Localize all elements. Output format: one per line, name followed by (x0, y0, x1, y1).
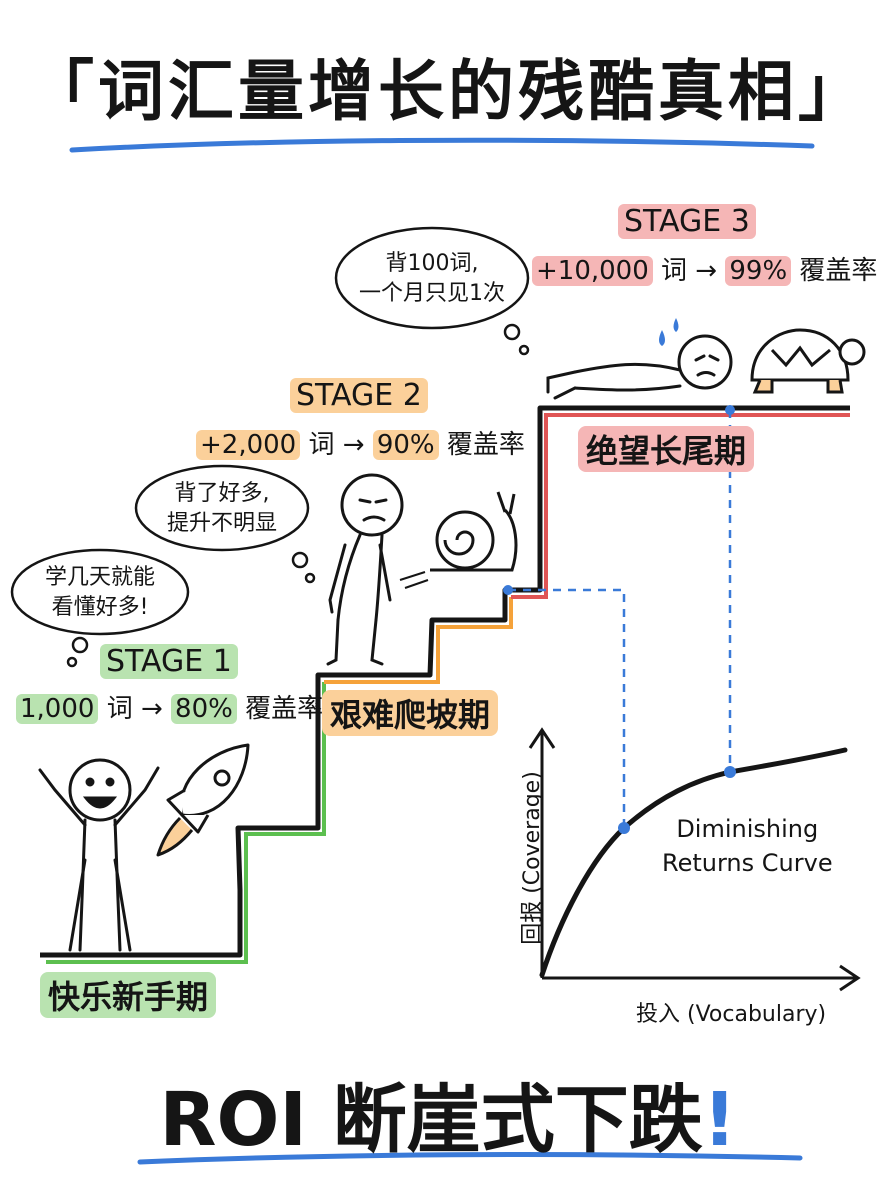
x-axis-arrow (839, 964, 861, 992)
stage3-tag: STAGE 3 (618, 204, 756, 239)
y-axis-label: 回报 (Coverage) (520, 771, 545, 945)
happy-stick-figure (38, 758, 160, 952)
rocket-icon (156, 743, 250, 857)
thought-bubble-stage1 (10, 548, 190, 668)
stage3-phase-label: 绝望长尾期 (578, 426, 755, 472)
connector-dot (503, 585, 513, 595)
thought-text-stage1: 学几天就能看懂好多! (44, 565, 155, 620)
snail-icon (399, 491, 518, 589)
connector-dot (725, 405, 735, 415)
turtle-icon (750, 328, 866, 394)
y-axis-arrow (528, 727, 556, 749)
thought-text-stage2: 背了好多,提升不明显 (166, 481, 277, 536)
stage1-stat: 1,000 词 → 80% 覆盖率 (16, 688, 323, 725)
footer-underline (137, 1152, 803, 1165)
stage2-stat: +2,000 词 → 90% 覆盖率 (196, 424, 525, 461)
exhausted-figure (546, 334, 733, 400)
stage2-tag: STAGE 2 (290, 378, 428, 413)
stage3-stat: +10,000 词 → 99% 覆盖率 (532, 250, 877, 287)
footer-text: ROI 断崖式下跌 (159, 1077, 703, 1163)
stage2-color-edge (324, 597, 513, 684)
thought-text-stage3: 背100词,一个月只见1次 (359, 251, 505, 306)
stage1-tag: STAGE 1 (100, 644, 238, 679)
returns-curve (539, 747, 848, 978)
title-underline (69, 137, 815, 153)
page-title: 「词汇量增长的残酷真相」 (28, 53, 868, 130)
thought-bubble-stage3 (334, 226, 530, 356)
stage1-color-edge (46, 682, 326, 964)
curve-point (724, 766, 736, 778)
x-axis-label: 投入 (Vocabulary) (636, 1002, 827, 1027)
connector-stage2 (508, 588, 626, 828)
sweat-drop-icon (659, 330, 665, 346)
sweat-drop-icon (673, 318, 679, 332)
stage2-phase-label: 艰难爬坡期 (322, 690, 499, 736)
curve-point (618, 822, 630, 834)
stage1-phase-label: 快乐新手期 (40, 972, 217, 1018)
tired-stick-figure (326, 473, 404, 666)
thought-bubble-stage2 (134, 464, 316, 584)
exclamation-icon: ! (702, 1077, 737, 1163)
footer-headline: ROI 断崖式下跌! (0, 1060, 896, 1167)
stage3-color-edge (511, 413, 850, 599)
